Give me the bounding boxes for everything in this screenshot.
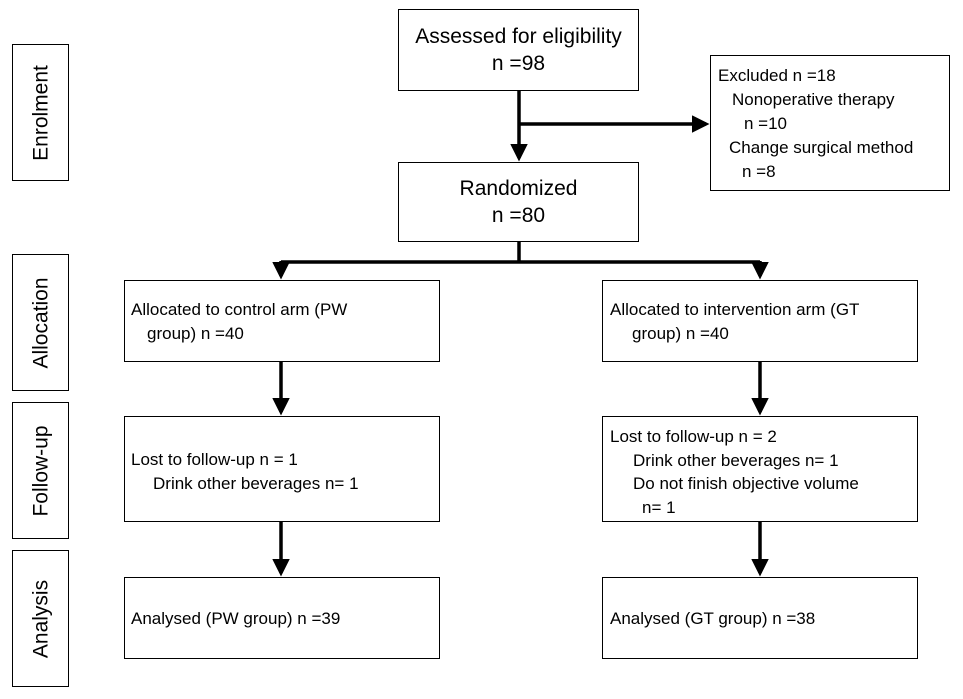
control-allocated-box: Allocated to control arm (PW group) n =4… <box>124 280 440 362</box>
excluded-title: Excluded n =18 <box>718 66 836 85</box>
stage-follow-up: Follow-up <box>12 402 69 539</box>
intervention-allocated-line-1: Allocated to intervention arm (GT <box>610 300 860 319</box>
stage-allocation: Allocation <box>12 254 69 391</box>
intervention-allocated-line-2: group) n =40 <box>632 324 729 343</box>
control-allocated-line-1: Allocated to control arm (PW <box>131 300 348 319</box>
intervention-analysed-box: Analysed (GT group) n =38 <box>602 577 918 659</box>
intervention-lost-reason-1: Drink other beverages n= 1 <box>633 451 839 470</box>
intervention-lost-box: Lost to follow-up n = 2 Drink other beve… <box>602 416 918 522</box>
assessed-count: n =98 <box>491 52 546 75</box>
stage-analysis: Analysis <box>12 550 69 687</box>
excluded-reason-1: Nonoperative therapy <box>732 90 895 109</box>
randomized-title: Randomized <box>459 177 578 200</box>
intervention-allocated-box: Allocated to intervention arm (GT group)… <box>602 280 918 362</box>
excluded-reason-1-count: n =10 <box>744 114 788 133</box>
intervention-lost-reason-2-count: n= 1 <box>642 498 676 517</box>
control-analysed: Analysed (PW group) n =39 <box>131 609 341 628</box>
excluded-reason-2: Change surgical method <box>729 138 914 157</box>
assessed-title: Assessed for eligibility <box>415 25 622 48</box>
assessed-box: Assessed for eligibility n =98 <box>398 9 639 91</box>
excluded-reason-2-count: n =8 <box>742 162 776 181</box>
intervention-lost-title: Lost to follow-up n = 2 <box>610 427 777 446</box>
randomized-box: Randomized n =80 <box>398 162 639 242</box>
randomized-count: n =80 <box>491 204 546 227</box>
control-lost-reason-1: Drink other beverages n= 1 <box>153 474 359 493</box>
control-lost-box: Lost to follow-up n = 1 Drink other beve… <box>124 416 440 522</box>
control-allocated-line-2: group) n =40 <box>147 324 244 343</box>
excluded-box: Excluded n =18 Nonoperative therapy n =1… <box>710 55 950 191</box>
stage-enrolment: Enrolment <box>12 44 69 181</box>
control-lost-title: Lost to follow-up n = 1 <box>131 450 298 469</box>
intervention-lost-reason-2: Do not finish objective volume <box>633 474 859 493</box>
intervention-analysed: Analysed (GT group) n =38 <box>610 609 816 628</box>
control-analysed-box: Analysed (PW group) n =39 <box>124 577 440 659</box>
